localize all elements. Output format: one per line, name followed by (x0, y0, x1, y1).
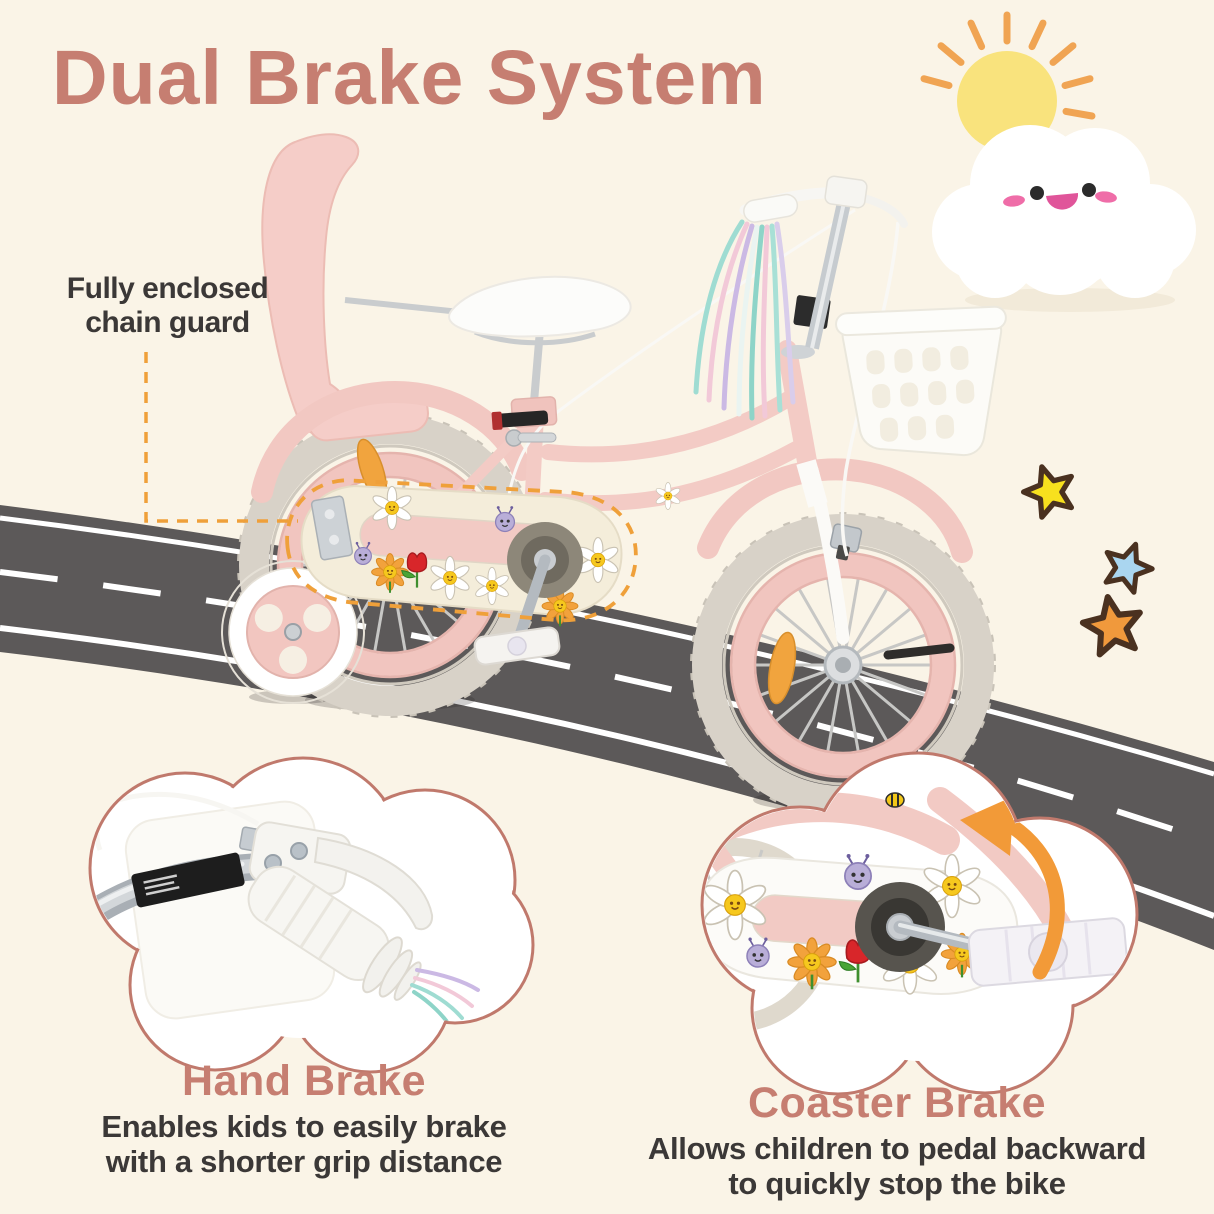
inset-hand-brake (88, 756, 535, 1074)
star-yellow-icon (1018, 459, 1080, 520)
feature-desc-coaster-brake-line1: Allows children to pedal backward (647, 1131, 1147, 1166)
feature-desc-hand-brake-line1: Enables kids to easily brake (101, 1109, 507, 1144)
stars-decoration (1018, 459, 1158, 656)
front-spoke-reflector (767, 631, 797, 705)
handlebar-streamers (693, 219, 796, 421)
feature-coaster-brake: Coaster Brake Allows children to pedal b… (592, 1080, 1202, 1201)
feature-hand-brake: Hand Brake Enables kids to easily brake … (0, 1058, 608, 1179)
star-blue-icon (1098, 536, 1159, 595)
front-fender (697, 458, 973, 563)
star-orange-icon (1079, 592, 1145, 656)
page-title: Dual Brake System (52, 35, 767, 121)
smiling-cloud-icon (932, 125, 1196, 312)
callout-leader-line (144, 352, 638, 623)
rear-fender (251, 380, 533, 503)
feature-title-coaster-brake: Coaster Brake (747, 1079, 1047, 1127)
feature-desc-hand-brake-line2: with a shorter grip distance (105, 1144, 503, 1179)
callout-line-2: chain guard (85, 306, 250, 339)
crank-and-pedal (473, 522, 583, 666)
callout-line-1: Fully enclosed (66, 272, 269, 305)
front-fork (796, 459, 850, 645)
handlebar-assembly (739, 175, 908, 359)
inset-coaster-brake (700, 751, 1139, 1096)
training-wheel (221, 552, 365, 704)
callout-chain-guard: Fully enclosed chain guard (25, 272, 310, 340)
saddle (448, 275, 632, 447)
backward-pedal-arrow (960, 796, 1065, 980)
feature-desc-coaster-brake-line2: to quickly stop the bike (728, 1166, 1066, 1201)
front-basket (835, 305, 1007, 457)
training-wheel-axle-far (883, 643, 955, 660)
front-brake-caliper (829, 523, 863, 561)
feature-title-hand-brake: Hand Brake (182, 1057, 426, 1105)
front-brake-cable (840, 221, 900, 557)
